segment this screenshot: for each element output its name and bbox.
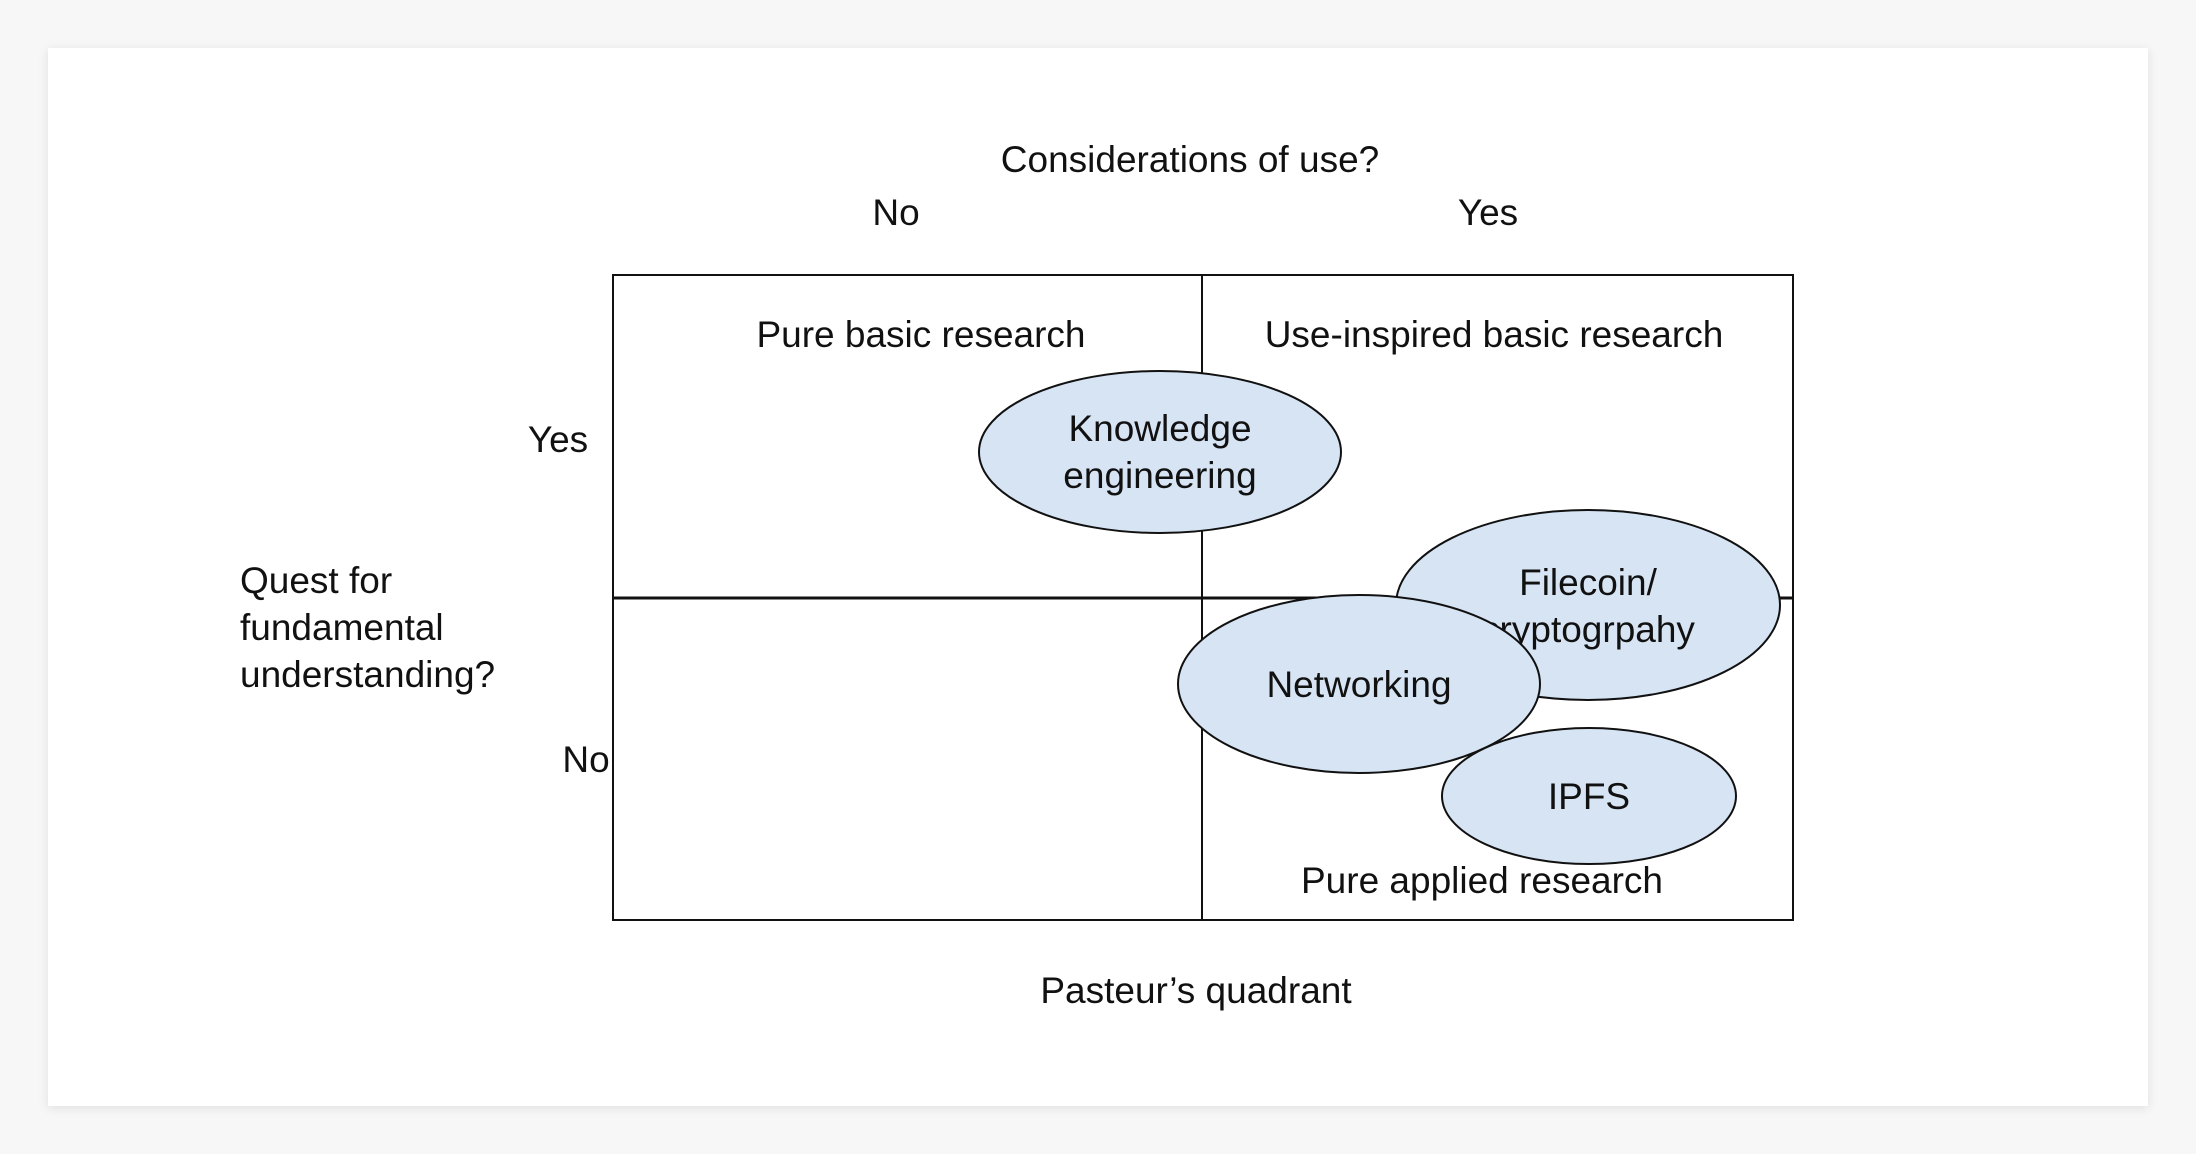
bubble-knowledge-line-2: engineering	[1063, 455, 1256, 496]
left-axis-no-label: No	[562, 739, 609, 780]
diagram-card: Considerations of use? No Yes Yes No Que…	[48, 48, 2148, 1106]
bubble-knowledge-engineering: Knowledge engineering	[978, 370, 1342, 534]
quadrant-label-use-inspired: Use-inspired basic research	[1265, 314, 1724, 355]
bubble-ipfs-label: IPFS	[1548, 776, 1630, 817]
left-axis-title-line-3: understanding?	[240, 654, 495, 695]
quadrant-label-pure-applied: Pure applied research	[1301, 860, 1663, 901]
diagram-caption: Pasteur’s quadrant	[1040, 970, 1352, 1011]
bubble-ipfs: IPFS	[1441, 727, 1737, 865]
bubble-networking: Networking	[1177, 594, 1541, 774]
bubble-knowledge-line-1: Knowledge	[1068, 408, 1251, 449]
top-axis-title: Considerations of use?	[1001, 139, 1379, 180]
left-axis-title-line-2: fundamental	[240, 607, 444, 648]
left-axis-title-line-1: Quest for	[240, 560, 392, 601]
top-axis-no-label: No	[872, 192, 919, 233]
left-axis-yes-label: Yes	[528, 419, 588, 460]
bubble-networking-label: Networking	[1266, 664, 1451, 705]
quadrant-label-pure-basic: Pure basic research	[756, 314, 1085, 355]
pasteurs-quadrant-diagram: Considerations of use? No Yes Yes No Que…	[240, 139, 1794, 1011]
bubble-filecoin-line-1: Filecoin/	[1519, 562, 1657, 603]
top-axis-yes-label: Yes	[1458, 192, 1518, 233]
